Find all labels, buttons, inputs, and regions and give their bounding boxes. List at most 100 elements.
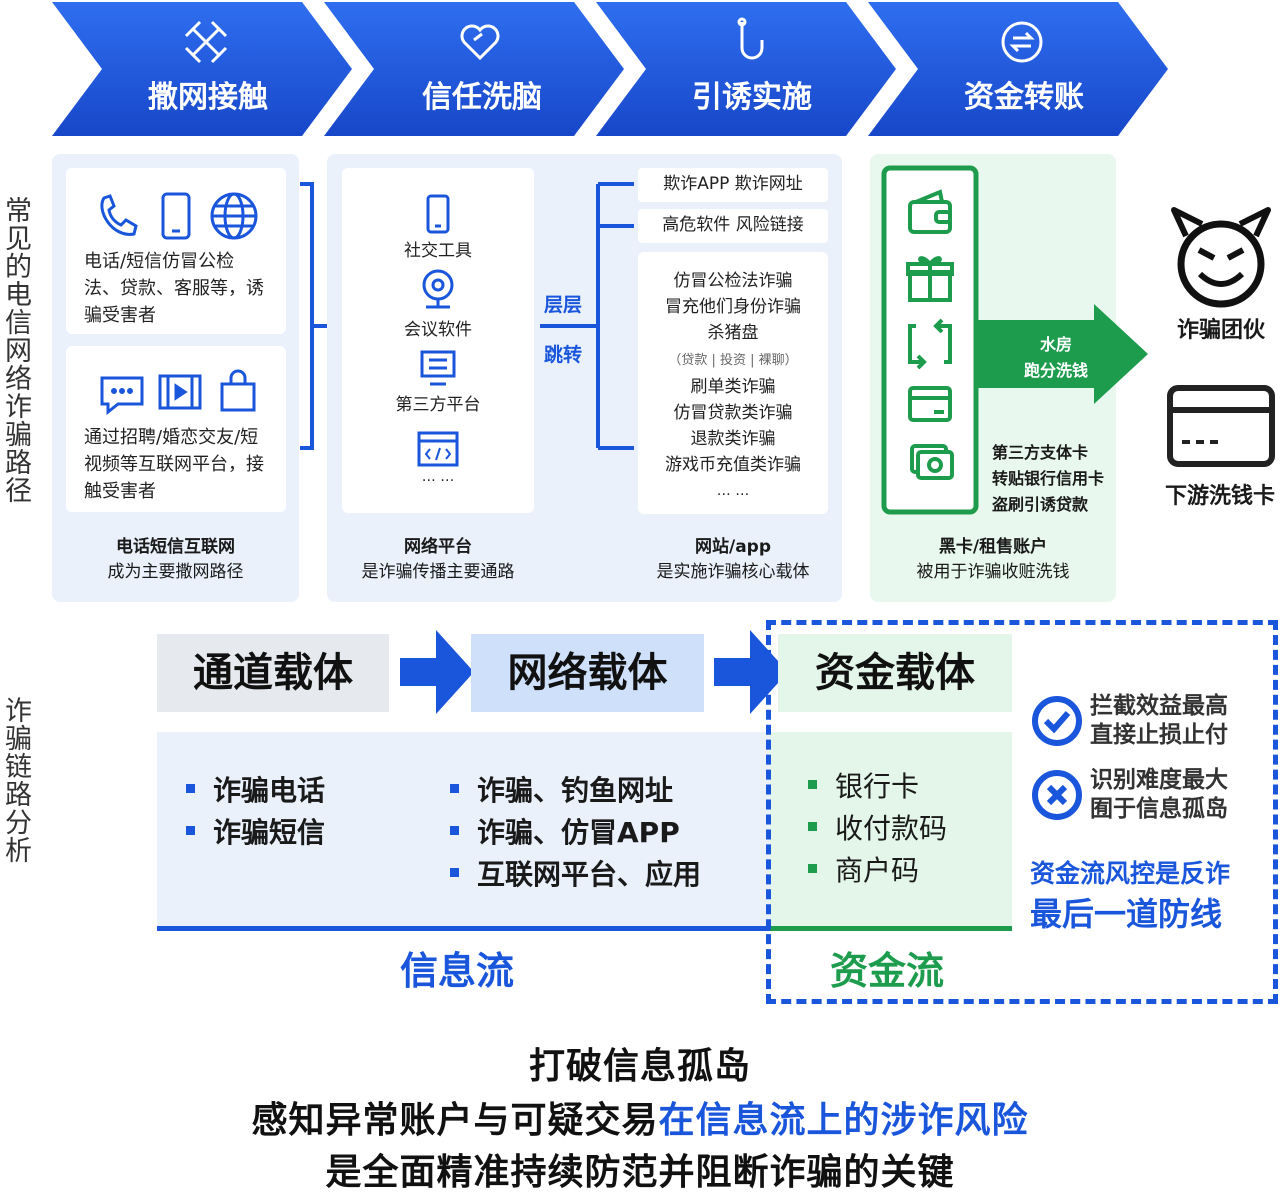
- card-phone-sms-text: 电话/短信仿冒公检法、贷款、客服等，诱骗受害者: [84, 251, 264, 326]
- network-bullets: 诈骗、钓鱼网址 诈骗、仿冒APP 互联网平台、应用: [450, 770, 701, 896]
- exchange-icon: [1001, 21, 1043, 63]
- fund-flow-label: 资金流: [830, 949, 945, 993]
- third-party-icon-wrap: [420, 350, 456, 386]
- fund-bullet-2: 收付款码: [835, 812, 948, 845]
- info-flow-line: [157, 926, 770, 931]
- point-difficulty-line1: 识别难度最大: [1090, 767, 1228, 793]
- monitor-icon: [420, 350, 456, 386]
- video-icon: [158, 374, 202, 410]
- tag-fraud-app: 欺诈APP 欺诈网址: [638, 168, 828, 202]
- stage-chevron-3: [596, 2, 896, 136]
- bottom-line-2-prefix: 感知异常账户与可疑交易: [251, 1100, 659, 1141]
- internet-icons-row: [100, 369, 256, 416]
- caption-site: 网站/app 是实施诈骗核心载体: [638, 535, 828, 585]
- side-label-path: 常见的电信网络诈骗路径: [0, 196, 31, 504]
- caption-network-sub: 是诈骗传播主要通路: [361, 562, 515, 582]
- network-bullet-1: 诈骗、钓鱼网址: [477, 774, 674, 807]
- phone-icons-row: [100, 192, 258, 240]
- card-platforms: 社交工具 会议软件 第三方平台 … …: [342, 168, 534, 513]
- side-label-analysis: 诈骗链路分析: [0, 696, 31, 864]
- final-defense-line1: 资金流风控是反诈: [1030, 859, 1231, 888]
- phone-icon: [100, 194, 138, 236]
- fraud-type-3: 杀猪盘: [707, 323, 759, 343]
- fund-bullets: 银行卡 收付款码 商户码: [808, 766, 947, 892]
- caption-channel-title: 电话短信互联网: [116, 537, 235, 557]
- jump-label-line1: 层层: [544, 294, 583, 316]
- caption-network-title: 网络平台: [404, 537, 472, 557]
- caption-site-sub: 是实施诈骗核心载体: [656, 562, 810, 582]
- point-intercept-line2: 直接止损止付: [1090, 722, 1228, 748]
- network-bullet-2: 诈骗、仿冒APP: [477, 816, 680, 849]
- caption-fund-sub: 被用于诈骗收赃洗钱: [916, 562, 1070, 582]
- downstream-card-label: 下游洗钱卡: [1164, 484, 1275, 509]
- channel-bullet-1: 诈骗电话: [213, 774, 326, 807]
- card-internet: 通过招聘/婚恋交友/短视频等互联网平台，接触受害者: [66, 346, 286, 512]
- fund-bullet-1: 银行卡: [835, 770, 920, 803]
- cross-circle-icon: [1032, 770, 1082, 820]
- wallet-icon: [908, 189, 952, 234]
- gift-icon: [906, 256, 954, 302]
- stage-label-4: 资金转账: [964, 80, 1084, 115]
- downstream-card-icon: [1167, 385, 1275, 467]
- caption-network: 网络平台 是诈骗传播主要通路: [342, 535, 534, 585]
- bottom-line-2: 感知异常账户与可疑交易在信息流上的涉诈风险: [0, 1096, 1280, 1146]
- fraud-type-more: … …: [716, 483, 750, 499]
- fraud-type-3-sub: （贷款 | 投资 | 裸聊）: [668, 353, 798, 368]
- fund-bullet-3: 商户码: [835, 854, 920, 887]
- heart-icon: [460, 24, 500, 61]
- final-defense-line2: 最后一道防线: [1030, 895, 1223, 933]
- fund-note-1: 第三方支体卡: [992, 443, 1089, 462]
- fund-note-3: 盗刷引诱贷款: [992, 495, 1089, 514]
- social-icon-wrap: [426, 194, 450, 234]
- stage-chevron-2: [324, 2, 624, 136]
- stage-chevron-1: [52, 2, 352, 136]
- card-internet-text: 通过招聘/婚恋交友/短视频等互联网平台，接触受害者: [84, 427, 264, 502]
- fraud-type-1: 仿冒公检法诈骗: [673, 271, 793, 291]
- bottom-line-1: 打破信息孤岛: [528, 1046, 751, 1087]
- tag-risky-software: 高危软件 风险链接: [638, 209, 828, 243]
- check-circle-icon: [1032, 696, 1082, 746]
- laundering-arrow: [976, 304, 1148, 404]
- jump-label-line2: 跳转: [544, 344, 583, 366]
- caption-site-title: 网站/app: [694, 537, 772, 557]
- fund-notes: 第三方支体卡 转贴银行信用卡 盗刷引诱贷款: [992, 440, 1104, 518]
- caption-fund-title: 黑卡/租售账户: [938, 537, 1048, 557]
- stage-label-2: 信任洗脑: [422, 80, 542, 115]
- stage-label-3: 引诱实施: [692, 80, 812, 115]
- code-icon-wrap: [417, 431, 459, 467]
- cash-icon: [910, 444, 954, 480]
- platform-meeting: 会议软件: [404, 320, 472, 340]
- meeting-icon-wrap: [422, 269, 454, 309]
- fund-note-2: 转贴银行信用卡: [992, 469, 1105, 488]
- fraud-type-7: 游戏币充值类诈骗: [665, 455, 801, 475]
- laundering-label-line2: 跑分洗钱: [1023, 361, 1088, 380]
- mobile-icon: [161, 192, 191, 240]
- laundering-label: 水房 跑分洗钱: [996, 332, 1116, 384]
- point-difficulty: 识别难度最大 囿于信息孤岛: [1090, 766, 1228, 824]
- card-fraud-types: 仿冒公检法诈骗 冒充他们身份诈骗 杀猪盘 （贷款 | 投资 | 裸聊） 刷单类诈…: [638, 252, 828, 514]
- fraud-type-5: 仿冒贷款类诈骗: [673, 403, 793, 423]
- carrier-fund: 资金载体: [778, 634, 1012, 712]
- caption-channel: 电话短信互联网 成为主要撒网路径: [52, 535, 299, 585]
- carrier-network: 网络载体: [471, 634, 704, 712]
- fund-graphic: [881, 165, 1148, 515]
- fund-flow-line: [770, 926, 1012, 931]
- stage-label-1: 撒网接触: [148, 80, 268, 115]
- info-flow-panel: [157, 732, 770, 928]
- fraud-type-4: 刷单类诈骗: [690, 377, 776, 397]
- card-phone-sms: 电话/短信仿冒公检法、贷款、客服等，诱骗受害者: [66, 168, 286, 334]
- caption-channel-sub: 成为主要撒网路径: [107, 562, 244, 582]
- fund-emphasis-box: [766, 620, 1278, 1004]
- bottom-line-3: 是全面精准持续防范并阻断诈骗的关键: [325, 1152, 955, 1193]
- shopping-bag-icon: [220, 369, 256, 412]
- bracket-col2-col3: [540, 182, 634, 450]
- platform-more: … …: [421, 469, 455, 485]
- transfer-icon: [908, 318, 952, 370]
- arrow-channel-network: [400, 630, 474, 714]
- point-difficulty-line2: 囿于信息孤岛: [1090, 796, 1228, 822]
- channel-bullet-2: 诈骗短信: [213, 816, 326, 849]
- fraud-type-2: 冒充他们身份诈骗: [665, 297, 801, 317]
- platform-social: 社交工具: [404, 241, 472, 261]
- bank-card-icon: [908, 386, 952, 422]
- stage-chevron-4: [868, 2, 1168, 136]
